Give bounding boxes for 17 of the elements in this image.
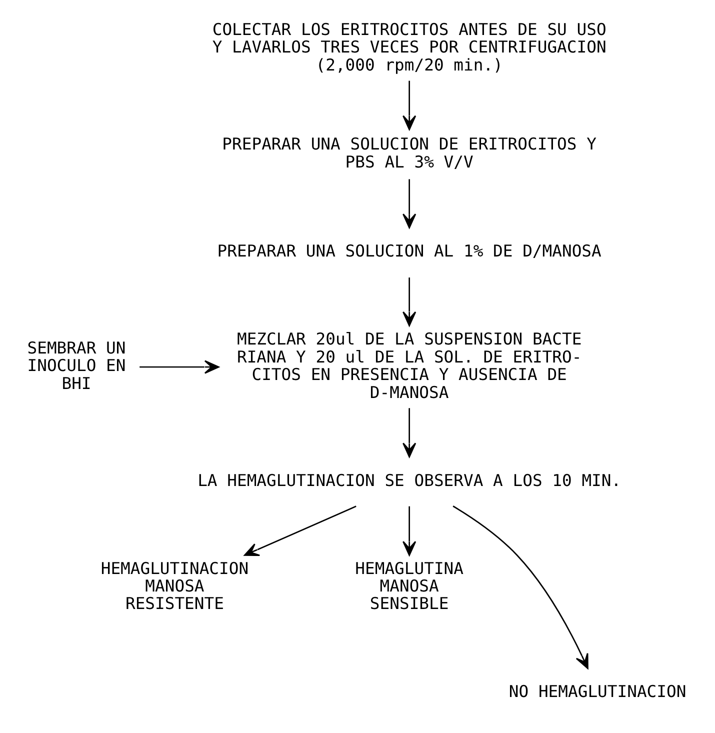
- node-text: HEMAGLUTINA MANOSA SENSIBLE: [355, 558, 464, 613]
- arrow: [402, 408, 416, 458]
- arrow: [402, 80, 416, 130]
- node-text: LA HEMAGLUTINACION SE OBSERVA A LOS 10 MIN.: [198, 470, 622, 490]
- arrow: [140, 360, 220, 374]
- node-text: HEMAGLUTINACION MANOSA RESISTENTE: [100, 558, 249, 613]
- node-text: COLECTAR LOS ERITROCITOS ANTES DE SU USO Y LAVARLOS TRES VECES POR CENTRIFUGACION (2,000 rpm/20 min.): [212, 20, 606, 74]
- node-text: MEZCLAR 20ul DE LA SUSPENSION BACTE RIANA Y 20 ul DE LA SOL. DE ERITRO- CITOS EN PRESENCIA Y AUSENCIA DE D-MANOSA: [236, 329, 582, 402]
- node-text: NO HEMAGLUTINACION: [508, 682, 686, 701]
- node-text: PREPARAR UNA SOLUCION DE ERITROCITOS Y PBS AL 3% V/V: [222, 134, 596, 171]
- arrow: [402, 506, 416, 556]
- arrow: [244, 505, 356, 556]
- arrow: [402, 277, 416, 326]
- node-text: PREPARAR UNA SOLUCION AL 1% DE D/MANOSA: [217, 241, 602, 260]
- arrow: [402, 178, 416, 228]
- node-text: SEMBRAR UN INOCULO EN BHI: [27, 338, 126, 392]
- arrow: [452, 505, 588, 668]
